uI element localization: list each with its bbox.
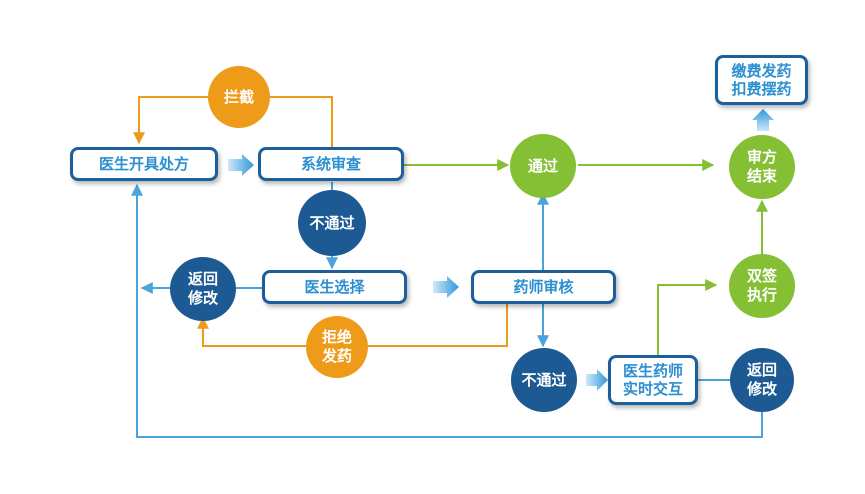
intercept-node: 拦截: [208, 66, 270, 128]
refuse-dispense-node: 拒绝 发药: [306, 316, 368, 378]
return-loop-arrow: [131, 183, 763, 438]
not-pass-node-1: 不通过: [298, 190, 366, 256]
return-modify-node-1: 返回 修改: [170, 257, 236, 321]
review-end-node: 审方 结束: [729, 135, 795, 199]
pay-dispense-box: 缴费发药 扣费摆药: [715, 55, 808, 105]
gradient-arrow-3: [586, 369, 608, 391]
intercept-arrow: [133, 96, 208, 145]
pharm-to-refuse-connector: [368, 302, 508, 347]
gradient-arrow-1: [228, 154, 254, 176]
gradient-arrow-2: [433, 276, 459, 298]
doctor-pharmacist-interact-box: 医生药师 实时交互: [608, 355, 698, 405]
pharmacist-review-box: 药师审核: [471, 270, 616, 304]
gradient-arrow-up: [752, 109, 774, 131]
double-sign-node: 双签 执行: [729, 254, 795, 318]
not-pass-node-2: 不通过: [511, 348, 577, 412]
doctor-choose-box: 医生选择: [262, 270, 407, 304]
return-modify-node-2: 返回 修改: [730, 348, 794, 412]
doctor-prescribe-box: 医生开具处方: [70, 147, 218, 181]
pass-node: 通过: [510, 134, 576, 198]
system-review-box: 系统审查: [258, 147, 404, 181]
refuse-to-return-arrow: [197, 316, 306, 347]
interact-to-sign-arrow: [657, 279, 718, 368]
intercept-connector: [270, 96, 333, 148]
